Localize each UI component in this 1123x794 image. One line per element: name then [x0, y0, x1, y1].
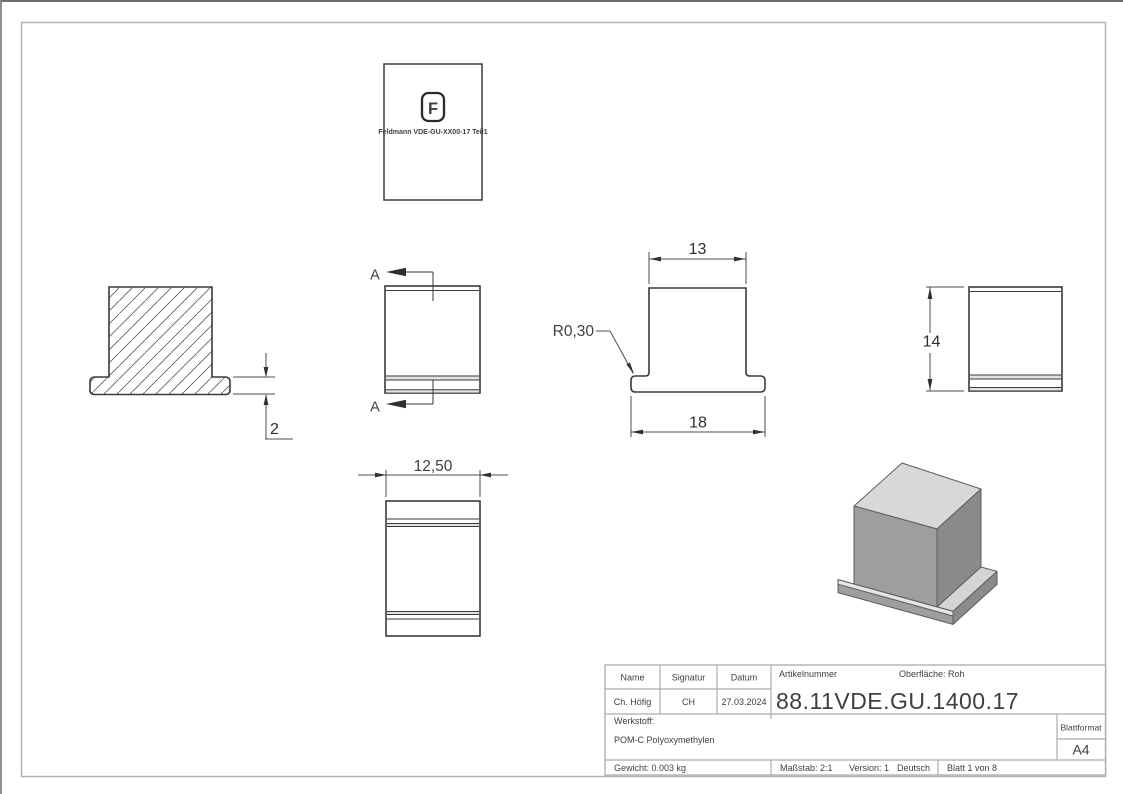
dim-text-flange-thickness: 2	[270, 421, 279, 438]
title-block: Name Signatur Datum Ch. Höfig CH 27.03.2…	[604, 664, 1107, 776]
view-hatched-section: 2	[89, 286, 293, 440]
bottom-outline	[385, 500, 481, 637]
flange-band	[387, 611, 479, 615]
arrowhead-icon	[734, 256, 746, 262]
material-value: POM-C Polyoxymethylen	[614, 735, 715, 745]
dim-flange-thickness: 2	[233, 353, 293, 440]
article-number-label: Artikelnummer	[779, 669, 837, 679]
surface-label: Oberfläche: Roh	[899, 669, 965, 679]
header-name: Name	[620, 673, 644, 683]
section-label-bottom: A	[370, 400, 380, 416]
dim-text-fillet: R0,30	[553, 323, 595, 340]
flange-band	[387, 523, 479, 527]
flange-band	[386, 376, 479, 380]
arrowhead-icon	[927, 287, 933, 299]
arrowhead-icon	[480, 472, 491, 478]
arrowhead-icon	[263, 367, 269, 378]
feldmann-logo-icon	[420, 91, 446, 123]
view-label-plate: F Feldmann VDE-GU-XX00-17 Teil1	[378, 63, 488, 201]
dim-fillet-radius: R0,30	[553, 323, 634, 374]
drawing-frame	[20, 21, 1107, 778]
header-date: Datum	[731, 673, 758, 683]
section-arrow-icon	[386, 267, 406, 277]
hatched-profile	[89, 286, 231, 396]
dim-text-depth: 12,50	[414, 458, 453, 475]
front-outline	[384, 285, 481, 394]
view-section-result: 13 18 R0,30	[553, 241, 766, 437]
arrowhead-icon	[375, 472, 386, 478]
section-cut-marks: A A	[370, 267, 434, 416]
material-label: Werkstoff:	[614, 716, 654, 726]
scale-value: Maßstab: 2:1	[780, 763, 833, 773]
section-profile	[630, 287, 766, 393]
arrowhead-icon	[626, 362, 634, 374]
label-plate-outline	[383, 63, 483, 201]
view-front: A A	[370, 267, 481, 416]
dim-top-width: 13	[648, 241, 747, 284]
section-label-top: A	[370, 268, 380, 284]
iso-flange-chamfer-highlight	[837, 579, 954, 617]
dim-flange-width: 18	[630, 396, 766, 437]
arrowhead-icon	[631, 429, 643, 435]
label-plate-title: Feldmann VDE-GU-XX00-17 Teil1	[378, 129, 487, 136]
view-bottom: 12,50	[358, 458, 508, 637]
flange-band	[970, 375, 1061, 379]
dim-depth: 12,50	[358, 458, 508, 497]
language-value: Deutsch	[897, 763, 930, 773]
dim-text-flange-width: 18	[689, 415, 707, 432]
arrowhead-icon	[649, 256, 661, 262]
version-value: Version: 1	[849, 763, 889, 773]
header-signature: Signatur	[672, 673, 706, 683]
weight-value: Gewicht: 0.003 kg	[614, 763, 686, 773]
logo-letter: F	[428, 100, 438, 118]
value-signature: CH	[682, 697, 695, 707]
side-outline	[968, 286, 1063, 392]
dim-height: 14	[923, 286, 964, 392]
value-name: Ch. Höfig	[614, 697, 652, 707]
article-number: 88.11VDE.GU.1400.17	[776, 688, 1019, 714]
flange-band	[970, 387, 1061, 391]
dim-text-top-width: 13	[689, 241, 707, 258]
arrowhead-icon	[263, 394, 269, 405]
view-isometric	[837, 462, 998, 625]
sheet-info-value: Blatt 1 von 8	[947, 763, 997, 773]
sheet-format-value: A4	[1072, 742, 1089, 758]
arrowhead-icon	[927, 379, 933, 391]
value-date: 27.03.2024	[721, 697, 766, 707]
arrowhead-icon	[753, 429, 765, 435]
view-side: 14	[923, 286, 1063, 392]
dim-text-height: 14	[923, 334, 941, 351]
title-block-outline	[604, 664, 1107, 776]
sheet-format-label: Blattformat	[1060, 723, 1102, 733]
section-arrow-icon	[386, 399, 406, 409]
